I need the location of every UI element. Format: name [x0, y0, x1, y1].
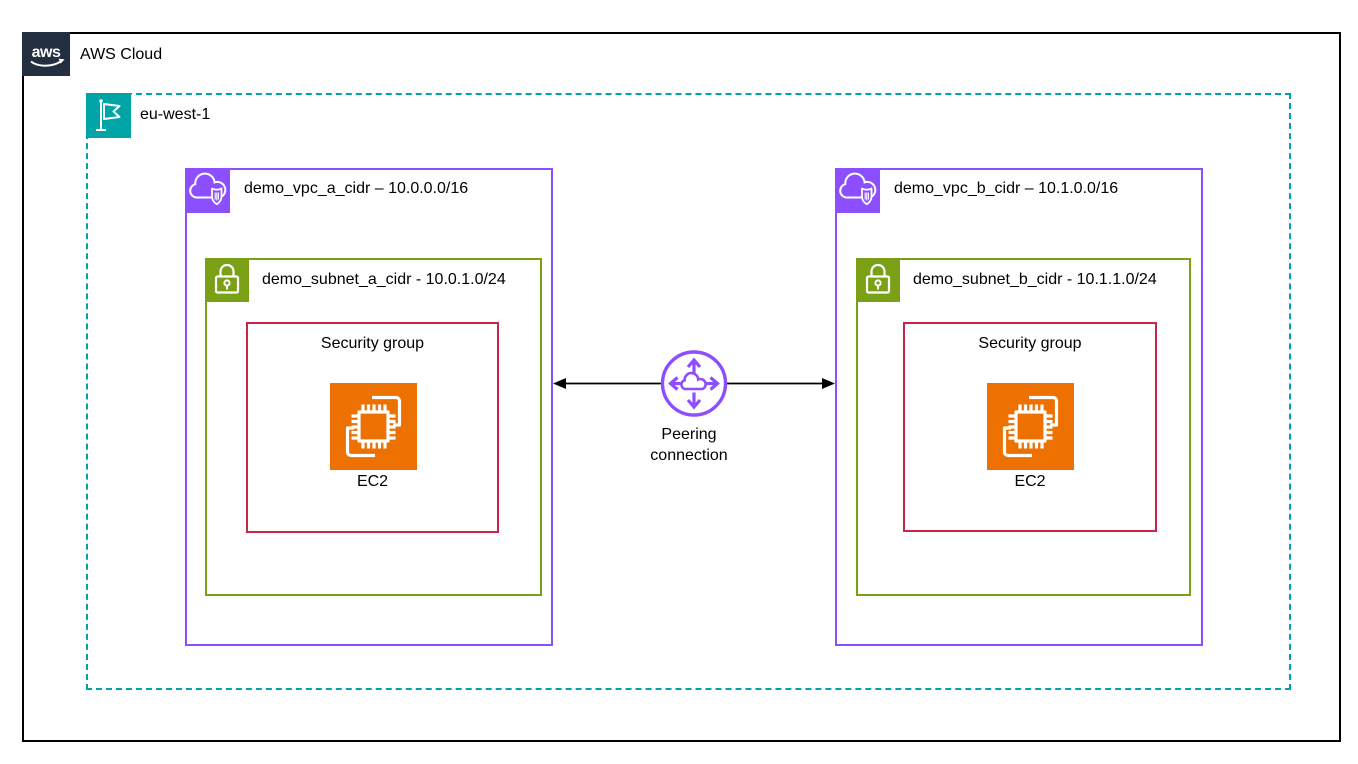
security-group-b-container: Security group — [903, 322, 1157, 532]
aws-cloud-label: AWS Cloud — [80, 46, 163, 63]
svg-text:aws: aws — [32, 44, 61, 61]
region-flag-icon — [86, 93, 131, 138]
ec2-a-icon — [329, 383, 417, 470]
peering-arrow-left — [553, 378, 662, 389]
subnet-a-label: demo_subnet_a_cidr - 10.0.1.0/24 — [262, 271, 506, 288]
ec2-b-icon — [987, 383, 1074, 470]
vpc-cloud-shield-icon — [185, 168, 230, 213]
region-label: eu-west-1 — [140, 106, 211, 123]
region-container: eu-west-1 demo_vpc_a_cidr – 10.0.0.0/16 — [86, 93, 1291, 690]
security-group-b-label: Security group — [978, 335, 1082, 352]
peering-connection-label: Peering connection — [650, 426, 728, 464]
security-group-a-container: Security group — [246, 322, 499, 533]
vpc-cloud-shield-icon — [835, 168, 880, 213]
subnet-b-label: demo_subnet_b_cidr - 10.1.1.0/24 — [913, 271, 1157, 288]
peering-connection-icon — [660, 350, 728, 417]
ec2-a-label: EC2 — [356, 473, 389, 490]
vpc-a-label: demo_vpc_a_cidr – 10.0.0.0/16 — [244, 180, 469, 197]
vpc-b-container: demo_vpc_b_cidr – 10.1.0.0/16 demo_subne… — [835, 168, 1203, 646]
subnet-padlock-icon — [205, 258, 249, 302]
aws-logo-icon: aws — [22, 32, 70, 76]
subnet-a-container: demo_subnet_a_cidr - 10.0.1.0/24 Securit… — [205, 258, 542, 596]
ec2-b-label: EC2 — [1014, 473, 1046, 490]
subnet-padlock-icon — [856, 258, 900, 302]
vpc-a-container: demo_vpc_a_cidr – 10.0.0.0/16 demo_subne… — [185, 168, 553, 646]
aws-cloud-container: aws AWS Cloud eu-west-1 — [22, 32, 1341, 742]
peering-arrow-right — [726, 378, 835, 389]
vpc-b-label: demo_vpc_b_cidr – 10.1.0.0/16 — [894, 180, 1119, 197]
subnet-b-container: demo_subnet_b_cidr - 10.1.1.0/24 Securit… — [856, 258, 1191, 596]
security-group-a-label: Security group — [320, 335, 425, 352]
